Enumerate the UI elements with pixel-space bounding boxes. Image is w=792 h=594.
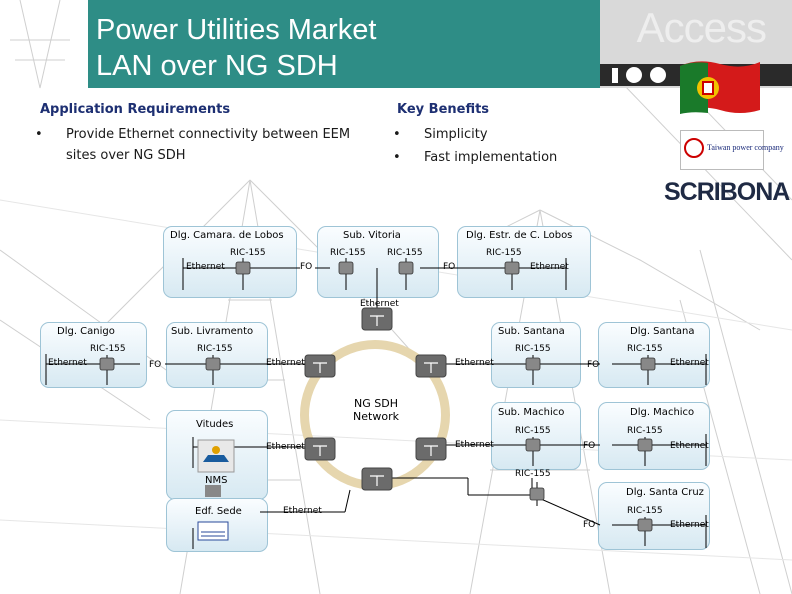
network-label-line2: Network	[353, 410, 399, 423]
site-label-estr: Dlg. Estr. de C. Lobos	[466, 230, 573, 241]
site-box-machico-sub	[491, 402, 581, 470]
device-label: RIC-155	[627, 506, 663, 516]
site-box-livramento	[166, 322, 268, 388]
device-label: RIC-155	[515, 469, 551, 479]
device-label: RIC-155	[230, 248, 266, 258]
site-label-sede: Edf. Sede	[195, 506, 242, 517]
network-label-line1: NG SDH	[354, 397, 398, 410]
site-label-santa-cruz: Dlg. Santa Cruz	[626, 487, 704, 498]
site-label-livramento: Sub. Livramento	[171, 326, 254, 337]
site-label-canigo: Dlg. Canigo	[57, 326, 115, 337]
benefit-item: • Fast implementation	[393, 147, 558, 168]
site-label-machico-sub: Sub. Machico	[498, 407, 565, 418]
taiwan-power-logo: Taiwan power company	[680, 130, 784, 170]
device-label: RIC-155	[486, 248, 522, 258]
site-label-vitoria: Sub. Vitoria	[343, 230, 401, 241]
portugal-flag-icon	[680, 61, 760, 114]
device-label: RIC-155	[627, 426, 663, 436]
site-box-santa-cruz	[598, 482, 710, 550]
site-box-machico-dlg	[598, 402, 710, 470]
site-box-vitoria	[317, 226, 439, 298]
ethernet-label: Ethernet	[266, 358, 305, 368]
network-label: NG SDH Network	[338, 397, 414, 423]
benefits-heading: Key Benefits	[397, 102, 490, 117]
device-label: RIC-155	[515, 426, 551, 436]
ethernet-label: Ethernet	[48, 358, 87, 368]
benefit-text: Fast implementation	[424, 150, 558, 165]
site-box-santana-sub	[491, 322, 581, 388]
site-box-sede	[166, 498, 268, 552]
bullet-icon: •	[393, 127, 401, 142]
device-label: RIC-155	[387, 248, 423, 258]
site-label-santana-sub: Sub. Santana	[498, 326, 565, 337]
device-label: RIC-155	[197, 344, 233, 354]
fo-label: FO	[149, 360, 162, 370]
device-label: RIC-155	[627, 344, 663, 354]
site-label-santana-dlg: Dlg. Santana	[630, 326, 695, 337]
taipower-emblem-icon	[684, 138, 704, 158]
requirement-text: Provide Ethernet connectivity between EE…	[66, 127, 351, 163]
requirements-heading: Application Requirements	[40, 102, 231, 117]
ethernet-label: Ethernet	[670, 441, 709, 451]
access-logo-word: Access	[636, 4, 767, 51]
site-label-nms: NMS	[205, 475, 228, 486]
fo-label: FO	[583, 441, 596, 451]
ethernet-label: Ethernet	[455, 358, 494, 368]
ethernet-label: Ethernet	[283, 506, 322, 516]
ethernet-label: Ethernet	[670, 358, 709, 368]
benefit-text: Simplicity	[424, 127, 488, 142]
taipower-logo-text: Taiwan power company	[707, 143, 784, 152]
site-box-canigo	[40, 322, 147, 388]
benefit-item: • Simplicity	[393, 124, 488, 145]
fo-label: FO	[443, 262, 456, 272]
ethernet-label: Ethernet	[360, 299, 399, 309]
ethernet-label: Ethernet	[455, 440, 494, 450]
device-label: RIC-155	[90, 344, 126, 354]
device-label: RIC-155	[515, 344, 551, 354]
title-bar: Power Utilities Market LAN over NG SDH	[88, 0, 600, 88]
site-label-vitudes: Vitudes	[196, 419, 234, 430]
ethernet-label: Ethernet	[530, 262, 569, 272]
ethernet-label: Ethernet	[266, 442, 305, 452]
fo-label: FO	[300, 262, 313, 272]
bullet-icon: •	[393, 150, 401, 165]
site-box-camara	[163, 226, 297, 298]
site-label-camara: Dlg. Camara. de Lobos	[170, 230, 284, 241]
fo-label: FO	[583, 520, 596, 530]
ethernet-label: Ethernet	[670, 520, 709, 530]
site-label-machico-dlg: Dlg. Machico	[630, 407, 695, 418]
device-label: RIC-155	[330, 248, 366, 258]
page-title: Power Utilities Market	[96, 14, 377, 46]
ethernet-label: Ethernet	[186, 262, 225, 272]
site-box-santana-dlg	[598, 322, 710, 388]
requirement-item: • Provide Ethernet connectivity between …	[35, 124, 356, 166]
site-box-estr	[457, 226, 591, 298]
page-subtitle: LAN over NG SDH	[96, 50, 338, 82]
fo-label: FO	[587, 360, 600, 370]
bullet-icon: •	[35, 127, 43, 142]
scribona-logo: SCRIBONA	[664, 178, 790, 206]
